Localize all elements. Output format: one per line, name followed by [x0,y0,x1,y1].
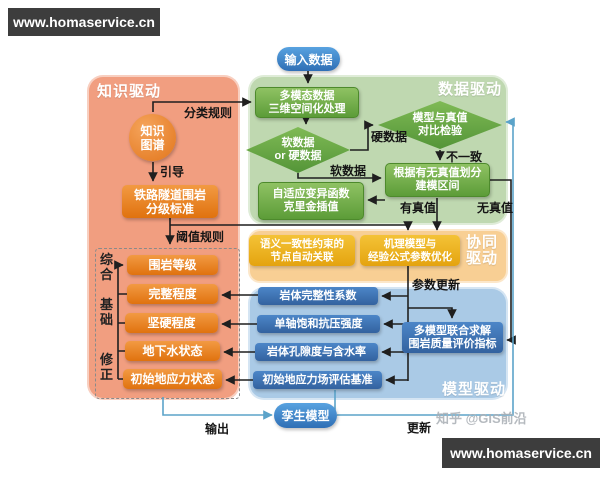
railway-standard-node: 铁路隧道围岩分级标准 [122,185,218,218]
hardness-node: 坚硬程度 [125,313,218,333]
soft-data-label: 软数据 [330,164,367,178]
threshold-rules-label: 阈值规则 [176,230,225,244]
integrity-node: 完整程度 [127,284,218,304]
knowledge-graph-node: 知识图谱 [129,114,176,161]
data-driven-title: 数据驱动 [438,81,503,98]
zhihu-watermark: 知乎 @GIS前沿 [436,411,527,426]
initial-stress-node: 初始地应力状态 [123,369,222,389]
arrow-harddata-to-compare [350,120,374,151]
multimodal-processing-node: 多模态数据三维空间化处理 [255,87,359,118]
multi-model-solver-node: 多模型联合求解围岩质量评价指标 [402,322,503,353]
model-driven-title: 模型驱动 [442,381,507,398]
input-data-node: 输入数据 [277,47,340,71]
guide-label: 引导 [160,165,185,179]
no-truth-label: 无真值 [477,201,514,215]
twin-model-node: 孪生模型 [274,403,337,428]
basic-label: 基础 [99,297,113,327]
mechanism-optimization-node: 机理模型与经验公式参数优化 [360,235,460,266]
hard-data-label: 硬数据 [371,130,408,144]
groundwater-node: 地下水状态 [125,341,220,361]
stress-benchmark-node: 初始地应力场评估基准 [253,371,382,389]
top-url-text: www.homaservice.cn [13,14,155,30]
arrow-update-to-compare [337,117,515,416]
bottom-url-banner: www.homaservice.cn [442,438,600,468]
classification-rules-label: 分类规则 [184,106,233,120]
knowledge-driven-title: 知识驱动 [97,83,162,100]
kriging-interpolation-node: 自适应变异函数克里金插值 [258,182,364,220]
collaborative-driven-title: 协同驱动 [466,234,499,267]
output-label: 输出 [205,422,230,436]
top-url-banner: www.homaservice.cn [8,8,160,36]
bottom-url-text: www.homaservice.cn [450,445,592,461]
comprehensive-label: 综合 [99,252,113,282]
arrow-classification-to-multimodal [152,97,252,112]
compressive-strength-node: 单轴饱和抗压强度 [257,315,380,333]
integrity-coefficient-node: 岩体完整性系数 [258,287,378,305]
has-truth-label: 有真值 [400,201,437,215]
param-update-label: 参数更新 [412,278,461,292]
arrow-threshold-to-mechanism [170,221,413,231]
correction-label: 修正 [99,352,113,382]
arrow-output-to-twin [162,397,273,420]
arrow-notruth-to-multimodel [490,179,516,345]
inconsistent-label: 不一致 [446,150,483,164]
semantic-association-node: 语义一致性约束的节点自动关联 [249,235,355,266]
rock-grade-node: 围岩等级 [127,255,218,275]
update-label: 更新 [407,421,432,435]
line-factor-bracket [117,265,127,380]
porosity-water-node: 岩体孔隙度与含水率 [255,343,378,361]
modeling-interval-node: 根据有无真值划分建模区间 [385,163,490,197]
arrow-mechanism-to-multimodel [408,307,457,319]
arrow-softdata-to-interval [297,173,382,183]
